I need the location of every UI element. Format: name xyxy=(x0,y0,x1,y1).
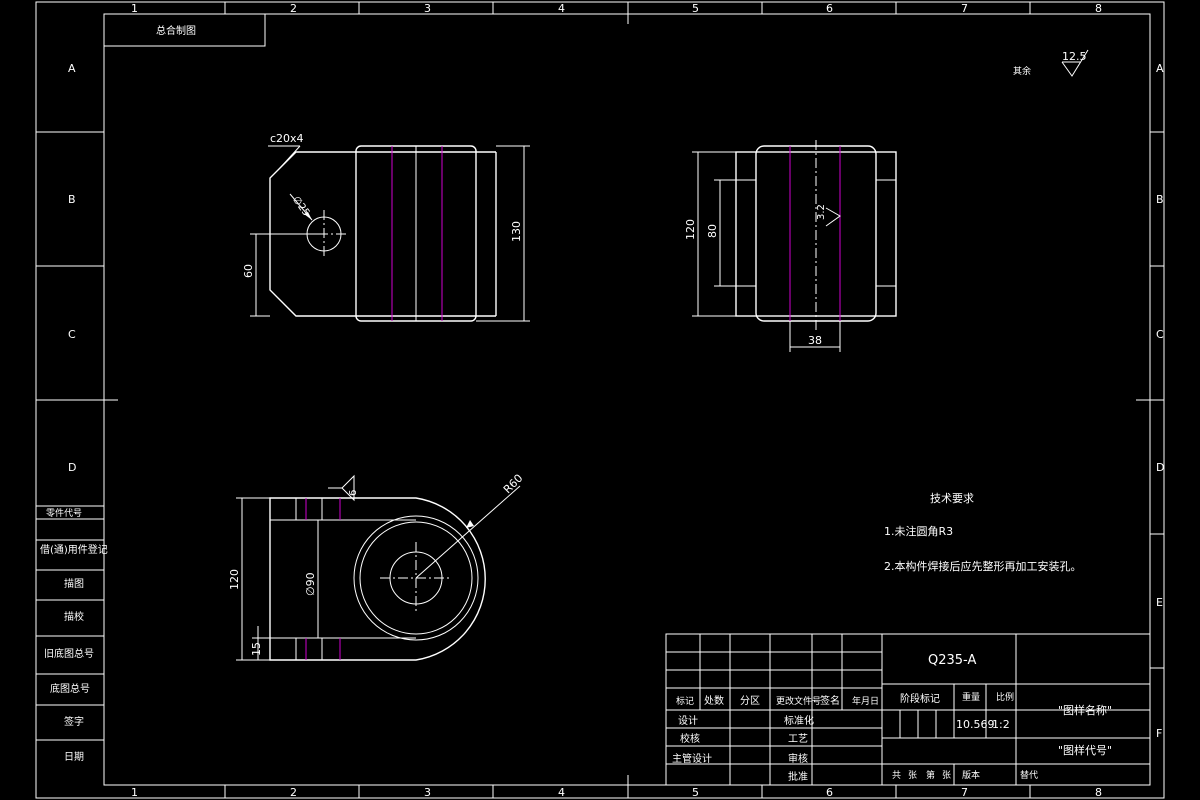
technical-requirements: 技术要求 1.未注圆角R3 2.本构件焊接后应先整形再加工安装孔。 xyxy=(884,492,1082,573)
replace-label: 替代 xyxy=(1020,769,1038,781)
bottom-col-label: 7 xyxy=(961,786,968,799)
top-col-label: 8 xyxy=(1095,2,1102,15)
rev-header: 标记 xyxy=(676,695,694,707)
sheet-label: 共 xyxy=(892,770,901,781)
top-col-label: 3 xyxy=(424,2,431,15)
right-row-label: E xyxy=(1156,596,1163,609)
left-strip-label: 零件代号 xyxy=(46,507,82,519)
right-row-label: A xyxy=(1156,62,1164,75)
left-row-label: 校核 xyxy=(680,732,700,745)
left-row-label: B xyxy=(68,193,76,206)
chamfer-label: c20x4 xyxy=(270,132,304,145)
rev-header: 签名 xyxy=(820,694,840,707)
right-ruler-labels: A B C D E F xyxy=(1156,62,1164,740)
right-row-label: C xyxy=(1156,328,1164,341)
left-strip-label: 旧底图总号 xyxy=(44,647,94,660)
rev-header: 分区 xyxy=(740,695,760,707)
side-dim-80-label: 80 xyxy=(706,224,719,238)
weight-label: 重量 xyxy=(962,691,980,703)
left-row-label: C xyxy=(68,328,76,341)
right-row-label: B xyxy=(1156,193,1164,206)
top-dim-120-label: 120 xyxy=(228,569,241,590)
sheet-frame xyxy=(35,1,1165,799)
right-row-label: D xyxy=(1156,461,1164,474)
sheet-label: 张 xyxy=(908,770,917,781)
title-tab-text: 总合制图 xyxy=(156,24,196,37)
weld-size-label: 6 xyxy=(348,490,359,496)
bottom-col-label: 1 xyxy=(131,786,138,799)
left-ruler-labels: A B C D xyxy=(68,62,76,474)
sheet-label: 张 xyxy=(942,770,951,781)
left-strip-label: 日期 xyxy=(64,751,84,763)
bottom-col-label: 3 xyxy=(424,786,431,799)
top-col-label: 1 xyxy=(131,2,138,15)
top-col-label: 5 xyxy=(692,2,699,15)
side-roughness-value: 3.2 xyxy=(816,204,827,220)
left-row-label: 设计 xyxy=(678,714,698,727)
left-side-strip: 零件代号 借(通)用件登记 描图 描校 旧底图总号 底图总号 签字 日期 xyxy=(36,507,108,763)
left-strip-label: 描校 xyxy=(64,610,84,623)
top-ruler-labels: 1 2 3 4 5 6 7 8 xyxy=(131,2,1102,15)
rev-header: 处数 xyxy=(704,694,724,707)
bottom-col-label: 6 xyxy=(826,786,833,799)
top-dim-15-label: 15 xyxy=(250,642,263,656)
dim-130-label: 130 xyxy=(510,221,523,242)
top-col-label: 6 xyxy=(826,2,833,15)
left-strip-label: 底图总号 xyxy=(50,682,90,695)
left-strip-label: 描图 xyxy=(64,577,84,590)
side-dim-120-label: 120 xyxy=(684,219,697,240)
rev-header: 年月日 xyxy=(852,695,879,707)
left-strip-label: 借(通)用件登记 xyxy=(40,543,108,556)
top-view: R60 6 120 ∅90 15 xyxy=(228,472,525,661)
mid-row-label: 工艺 xyxy=(788,733,808,745)
scale-label: 比例 xyxy=(996,691,1014,703)
mid-row-label: 批准 xyxy=(788,770,808,783)
radius-label: R60 xyxy=(501,472,525,496)
tech-item: 1.未注圆角R3 xyxy=(884,524,953,538)
mid-row-label: 标准化 xyxy=(784,714,814,727)
top-dia-90-label: ∅90 xyxy=(304,572,317,596)
bottom-col-label: 5 xyxy=(692,786,699,799)
title-tab: 总合制图 xyxy=(103,13,266,47)
top-col-label: 2 xyxy=(290,2,297,15)
right-row-label: F xyxy=(1156,727,1162,740)
left-strip-label: 签字 xyxy=(64,715,84,728)
scale-value: 1:2 xyxy=(992,718,1010,731)
left-row-label: A xyxy=(68,62,76,75)
stage-label: 阶段标记 xyxy=(900,692,940,705)
side-view: 3.2 120 80 38 xyxy=(684,140,897,352)
top-col-label: 4 xyxy=(558,2,565,15)
roughness-label: 其余 xyxy=(1013,65,1031,77)
rev-header: 更改文件号 xyxy=(776,695,821,707)
tech-item: 2.本构件焊接后应先整形再加工安装孔。 xyxy=(884,559,1082,573)
left-row-label: 主管设计 xyxy=(672,752,712,765)
bottom-col-label: 8 xyxy=(1095,786,1102,799)
bottom-col-label: 2 xyxy=(290,786,297,799)
sheet-label: 第 xyxy=(926,769,935,781)
bottom-col-label: 4 xyxy=(558,786,565,799)
drawing-code: "图样代号" xyxy=(1058,743,1112,757)
bottom-ruler-labels: 1 2 3 4 5 6 7 8 xyxy=(131,786,1102,799)
front-view: ∅25 c20x4 60 130 xyxy=(242,132,530,322)
mid-row-label: 审核 xyxy=(788,752,808,765)
roughness-symbol-general: 其余 12.5 xyxy=(1013,49,1089,77)
weight-value: 10.569 xyxy=(956,718,995,731)
tech-title: 技术要求 xyxy=(930,492,974,505)
side-dim-38-label: 38 xyxy=(808,334,822,347)
roughness-value: 12.5 xyxy=(1062,50,1087,63)
left-row-label: D xyxy=(68,461,76,474)
top-col-label: 7 xyxy=(961,2,968,15)
title-block: Q235-A 标记 处数 分区 更改文件号 签名 年月日 设计 校核 主管设计 … xyxy=(665,633,1151,786)
version-label: 版本 xyxy=(962,769,980,781)
drawing-name: "图样名称" xyxy=(1058,703,1112,717)
material-label: Q235-A xyxy=(928,653,976,668)
dim-60-label: 60 xyxy=(242,264,255,278)
